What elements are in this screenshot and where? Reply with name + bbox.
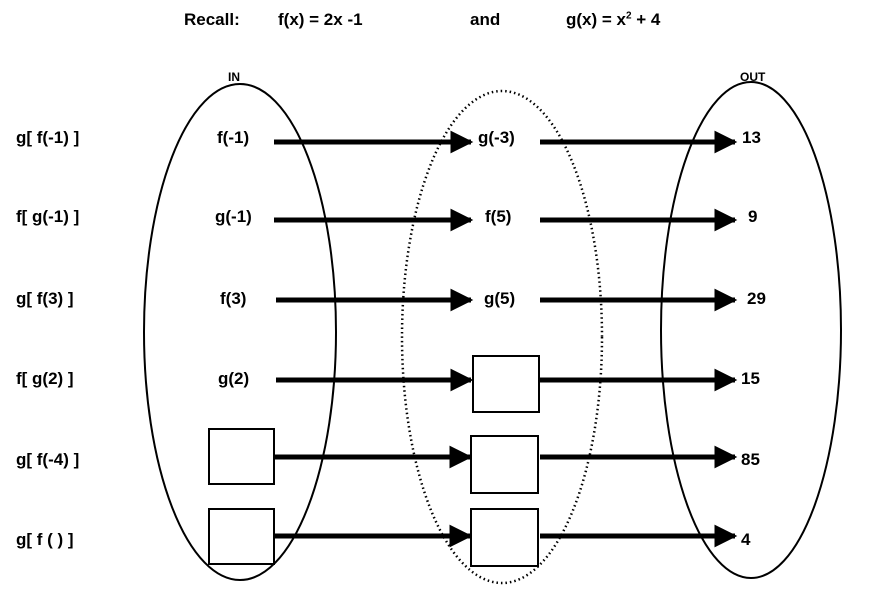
composition-expression-1: g[ f(-1) ] [16,128,80,147]
input-value-2: g(-1) [215,207,252,226]
output-value-1: 13 [742,128,761,147]
g-definition-base: g(x) = x [566,10,626,29]
composition-expression-2: f[ g(-1) ] [16,207,80,226]
input-value-1: f(-1) [217,128,250,147]
output-ellipse [660,81,842,579]
and-label: and [470,10,501,29]
composition-expression-4: f[ g(2) ] [16,369,74,388]
composition-expression-6: g[ f ( ) ] [16,530,74,549]
middle-value-3: g(5) [484,289,516,308]
f-definition: f(x) = 2x -1 [278,10,363,29]
output-value-6: 4 [741,530,751,549]
input-answer-box-5[interactable] [208,428,275,485]
middle-value-1: g(-3) [478,128,515,147]
g-definition: g(x) = x2 + 4 [566,10,660,30]
middle-answer-box-4[interactable] [472,355,540,413]
composition-expression-5: g[ f(-4) ] [16,450,80,469]
input-answer-box-6[interactable] [208,508,275,565]
out-column-label: OUT [740,70,766,84]
middle-answer-box-6[interactable] [470,508,539,567]
recall-label: Recall: [184,10,240,29]
input-value-3: f(3) [220,289,247,308]
g-definition-exponent: 2 [626,10,632,22]
middle-answer-box-5[interactable] [470,435,539,494]
middle-ellipse-dotted [400,89,604,585]
in-column-label: IN [228,70,240,84]
output-value-3: 29 [747,289,766,308]
g-definition-suffix: + 4 [631,10,661,29]
output-value-2: 9 [748,207,758,226]
middle-value-2: f(5) [485,207,512,226]
output-value-4: 15 [741,369,760,388]
input-ellipse [143,83,337,581]
output-value-5: 85 [741,450,760,469]
input-value-4: g(2) [218,369,250,388]
composition-expression-3: g[ f(3) ] [16,289,74,308]
